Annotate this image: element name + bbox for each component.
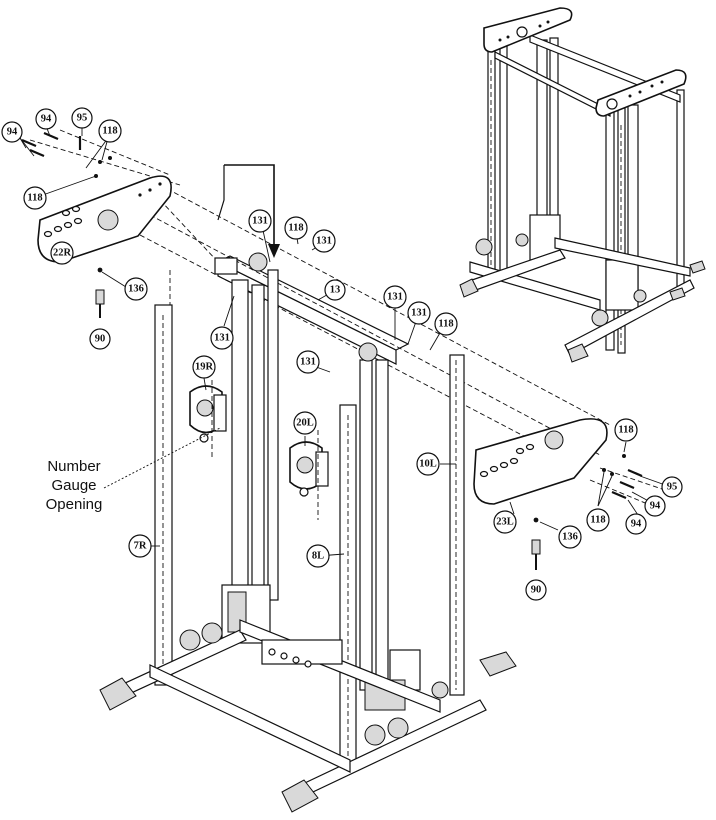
callout-118-top: 118 (98, 119, 122, 143)
svg-text:131: 131 (387, 292, 403, 303)
svg-text:131: 131 (252, 216, 268, 227)
callout-131-f: 131 (296, 350, 320, 374)
callout-136-left: 136 (124, 277, 148, 301)
svg-text:19R: 19R (195, 362, 214, 373)
callout-19r: 19R (192, 355, 216, 379)
svg-text:131: 131 (214, 333, 230, 344)
callout-94-right-2: 94 (625, 513, 647, 535)
bolts-left (21, 131, 112, 318)
svg-text:23L: 23L (496, 517, 514, 528)
upright-10l (449, 354, 465, 696)
callout-13: 13 (324, 279, 346, 301)
callout-131-c: 131 (210, 326, 234, 350)
pulley-bracket-19r (189, 380, 227, 460)
callout-94-top-left: 94 (1, 121, 23, 143)
callout-94-right-1: 94 (644, 495, 666, 517)
callout-23l: 23L (493, 510, 517, 534)
pulley-bracket-20l (289, 430, 329, 520)
number-gauge-leader (103, 427, 221, 489)
caption-line-3: Opening (46, 496, 103, 513)
assembled-view-inset (459, 7, 706, 363)
callout-131-b: 131 (312, 229, 336, 253)
callout-94-top: 94 (35, 108, 57, 130)
svg-text:131: 131 (411, 308, 427, 319)
svg-text:136: 136 (562, 532, 578, 543)
callout-90-left: 90 (89, 328, 111, 350)
insertion-arrow (217, 164, 280, 258)
upright-center-left (214, 252, 279, 644)
svg-text:118: 118 (288, 223, 303, 234)
callout-118-mid: 118 (284, 216, 308, 240)
svg-text:90: 90 (531, 585, 542, 596)
svg-text:94: 94 (631, 519, 642, 530)
callout-90-right: 90 (525, 579, 547, 601)
svg-text:8L: 8L (312, 551, 324, 562)
callout-22r: 22R (50, 241, 74, 265)
number-gauge-caption: Number Gauge Opening (46, 458, 103, 513)
svg-text:95: 95 (77, 113, 88, 124)
svg-text:22R: 22R (53, 248, 72, 259)
svg-text:131: 131 (300, 357, 316, 368)
callout-118-right: 118 (434, 312, 458, 336)
callout-118-right-bottom: 118 (586, 508, 610, 532)
svg-text:118: 118 (590, 515, 605, 526)
callout-8l: 8L (306, 544, 330, 568)
svg-text:94: 94 (650, 501, 661, 512)
callout-95-top: 95 (71, 107, 93, 129)
svg-text:94: 94 (41, 114, 52, 125)
svg-text:95: 95 (667, 482, 678, 493)
svg-text:90: 90 (95, 334, 106, 345)
bolts-right (531, 454, 643, 570)
callout-131-e: 131 (407, 301, 431, 325)
arm-plate-22r (37, 175, 172, 263)
svg-text:136: 136 (128, 284, 144, 295)
caption-line-1: Number (47, 458, 100, 475)
svg-text:131: 131 (316, 236, 332, 247)
callout-131-a: 131 (248, 209, 272, 233)
upright-8l (339, 342, 421, 766)
caption-line-2: Gauge (51, 477, 96, 494)
callout-95-right: 95 (661, 476, 683, 498)
callout-118-far-right: 118 (614, 418, 638, 442)
svg-text:118: 118 (438, 319, 453, 330)
callout-136-right: 136 (558, 525, 582, 549)
base-frame (99, 619, 517, 813)
arm-plate-23l (473, 418, 608, 505)
svg-text:10L: 10L (419, 459, 437, 470)
svg-text:118: 118 (102, 126, 117, 137)
callout-20l: 20L (293, 411, 317, 435)
callout-7r: 7R (128, 534, 152, 558)
callout-10l: 10L (416, 452, 440, 476)
svg-text:94: 94 (7, 127, 18, 138)
svg-text:13: 13 (330, 285, 341, 296)
upright-7r (154, 270, 173, 686)
svg-text:20L: 20L (296, 418, 314, 429)
callout-118-top-left: 118 (23, 186, 47, 210)
svg-text:7R: 7R (134, 541, 147, 552)
svg-text:118: 118 (618, 425, 633, 436)
svg-text:118: 118 (27, 193, 42, 204)
crossbar-13 (159, 199, 410, 365)
callout-131-d: 131 (383, 285, 407, 309)
